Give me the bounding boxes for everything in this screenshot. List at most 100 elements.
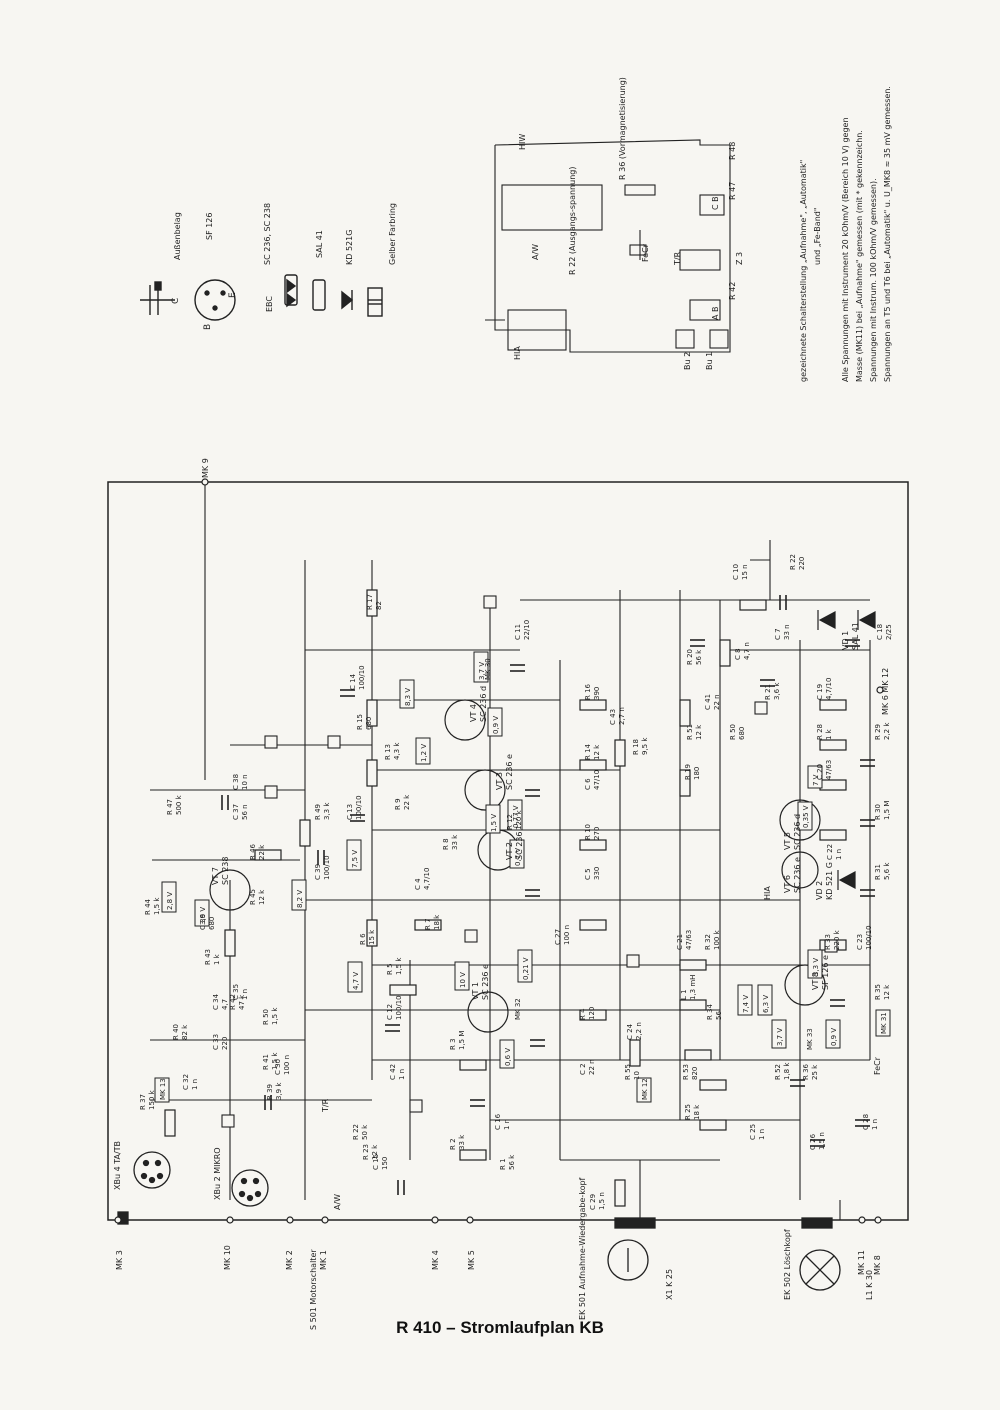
component-ref: R 43 [204,949,212,965]
mk-marker: MK 31 [880,1012,888,1034]
diode-symbols [817,610,876,890]
component-value: 1,5 n [818,1132,826,1150]
component-value: 1,8 k [783,1062,791,1080]
component-value: 4,7 n [743,642,751,660]
switch-label: A/W [333,1194,342,1210]
page-title: R 410 – Stromlaufplan KB [396,1318,604,1337]
component-ref: R 7 [424,918,432,930]
voltage-reading: 0,9 V [830,1028,838,1046]
component-ref: R 44 [144,898,152,915]
component-value: 220 [798,557,806,570]
component-value: 150 k [148,1089,156,1110]
voltage-reading: 0,9 V [492,716,500,734]
component-ref: C 43 [609,709,617,725]
transistor-name: VT 5 [783,832,792,850]
terminal-label: MK 6 MK 12 [881,668,890,715]
component-value: 2/25 [885,624,893,640]
component-ref: C 2 [579,1063,587,1075]
component-value: 1 n [398,1069,406,1080]
component-value: 120 k [515,809,523,830]
voltage-reading: 0,6 V [504,1048,512,1066]
component-ref: C 18 [876,624,884,640]
component-value: 330 [593,867,601,880]
component-value: 22 k [258,844,266,860]
component-ref: R 10 [584,824,592,840]
component-ref: R 17 [366,594,374,610]
switch-label: T/R [321,1098,330,1113]
component-value: 4,7/10 [825,678,833,700]
component-ref: R 39 [266,1084,274,1100]
component-ref: C 10 [732,564,740,580]
transistor-name: VT 1 [471,982,480,1000]
component-value: 47/10 [593,770,601,790]
component-ref: C 5 [584,868,592,880]
legend-label: SF 126 [205,213,214,241]
component-ref: R 8 [442,838,450,850]
component-value: 56 k [695,649,703,665]
transistor-type: SF 126 e [821,955,830,990]
component-value: 10 n [241,774,249,790]
component-value: 100/10 [395,995,403,1020]
component-ref: R 29 [874,724,882,740]
component-ref: R 45 [249,889,257,905]
component-value: 12 k [695,724,703,740]
component-ref: R 55 [624,1064,632,1080]
transistor-name: VT 3 [495,772,504,790]
component-value: 12 k [593,744,601,760]
mk-marker: MK 33 [806,1028,814,1050]
component-value: 22 n [588,1059,596,1075]
voltage-reading: 0,77 V [512,805,520,828]
component-value: 1,5 k [153,897,161,915]
component-value: 3,3 k [323,802,331,820]
component-value: 56 n [241,804,249,820]
voltage-reading: 2,8 V [166,892,174,910]
component-value: 3,9 k [275,1082,283,1100]
component-value: 100/10 [355,795,363,820]
component-value: 100/10 [358,665,366,690]
component-value: 4,3 k [393,742,401,760]
transistor-type: SC 236 e [481,964,490,1000]
component-value: 180 [693,767,701,780]
transistor-name: VT 8 [811,972,820,990]
component-value: 33 k [458,1134,466,1150]
component-value: 1 n [503,1119,511,1130]
terminal-label: MK 3 [115,1250,124,1270]
component-value: 33 n [783,624,791,640]
mk-marker: MK 12 [641,1078,649,1100]
voltage-reading: 7,4 V [742,995,750,1013]
external-label: EK 502 Löschkopf [783,1229,792,1300]
component-value: 100 n [283,1055,291,1075]
component-ref: R 25 [684,1104,692,1120]
component-value: 2,2 n [635,1022,643,1040]
component-value: 12 k [258,889,266,905]
transistor-name: VT 4 [469,704,478,722]
switch-boxes [221,595,838,1128]
pin-label: B [203,324,213,330]
diode-name: VD 2 [815,881,824,900]
voltage-reading: 3,3 V [812,958,820,976]
voltage-reading: 0,7 V [514,848,522,866]
component-ref: R 31 [874,864,882,880]
pin-label: E [228,292,238,298]
transistor-name: VT 7 [211,867,220,885]
note-line: gezeichnete Schalterstellung „Aufnahme",… [799,160,808,382]
component-ref: R 12 [506,814,514,830]
voltage-boxes [154,651,891,1103]
board-label: R 48 [728,142,737,160]
component-ref: R 33 [824,934,832,950]
component-ref: R 36 [802,1063,810,1080]
component-ref: C 33 [212,1034,220,1050]
voltage-reading: 10 V [459,972,467,988]
component-ref: C 28 [862,1114,870,1130]
component-ref: R 51 [686,724,694,740]
component-value: 390 [593,687,601,700]
transistor-type: SC 236 e [793,857,802,893]
terminal-label: MK 11 [857,1250,866,1275]
board-label: Bu 2 [683,352,692,370]
component-value: 820 [691,1067,699,1080]
voltage-reading: 3,7 V [776,1028,784,1046]
component-ref: R 21 [764,684,772,700]
component-ref: C 39 [314,864,322,880]
component-ref: R 22 [789,554,797,570]
pcb-layout-drawing [485,139,731,353]
